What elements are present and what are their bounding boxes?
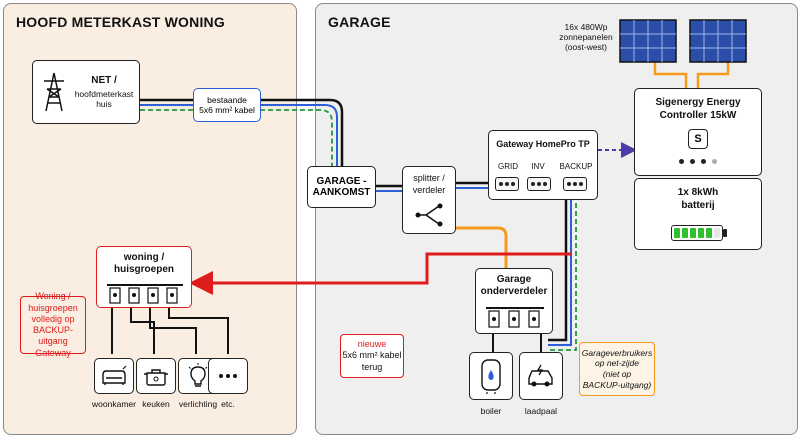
battery-terminal <box>723 229 727 237</box>
inverter-box: Sigenergy Energy Controller 15kW S <box>634 88 762 176</box>
solar-wires <box>653 62 730 88</box>
new-cable-line2: 5x6 mm² kabel <box>342 350 402 361</box>
garage-load-boiler <box>469 352 513 400</box>
inverter-status-leds <box>679 159 717 164</box>
ellipsis-icon <box>219 374 237 378</box>
home-load-label-woonkamer: woonkamer <box>92 399 136 409</box>
battery-box: 1x 8kWh batterij <box>634 178 762 250</box>
splitter-line1: splitter / <box>413 173 445 183</box>
home-note-line5: Gateway <box>35 347 71 358</box>
gateway-port-inv <box>527 177 551 191</box>
battery-cell <box>698 228 704 238</box>
solar-line3: (oost-west) <box>564 42 608 53</box>
gateway-port-grid <box>495 177 519 191</box>
splitter-to-subpanel-cable <box>456 226 508 268</box>
solar-line1: 16x 480Wp <box>564 22 608 32</box>
home-note-line2: huisgroepen <box>28 302 78 313</box>
battery-cell <box>706 228 712 238</box>
home-note-line3: volledig op <box>31 313 75 324</box>
garage-arrival-line2: AANKOMST <box>312 187 371 198</box>
inverter-line2: Controller 15kW <box>659 110 737 121</box>
garage-note-line3: (niet op <box>602 369 632 379</box>
splitter-to-gateway-cable <box>456 181 493 189</box>
battery-line2: batterij <box>681 200 715 211</box>
solar-line2: zonnepanelen <box>559 32 613 43</box>
home-load-etc <box>208 358 248 394</box>
garage-load-laadpaal <box>519 352 563 400</box>
cooking-pot-icon <box>144 369 168 386</box>
home-load-label-keuken: keuken <box>142 399 170 409</box>
main-cable <box>140 98 344 166</box>
garage-load-label-laadpaal: laadpaal <box>524 406 558 416</box>
new-cable-line1: nieuwe <box>357 339 387 350</box>
garage-arrival-line1: GARAGE - <box>316 176 367 187</box>
existing-cable-label: bestaande 5x6 mm² kabel <box>193 88 261 122</box>
garage-load-wires <box>492 332 542 352</box>
gateway-port-inv-label: INV <box>531 162 545 171</box>
backup-cable <box>548 195 577 351</box>
garage-note-line1: Garageverbruikers <box>581 347 653 358</box>
existing-cable-line2: 5x6 mm² kabel <box>199 105 255 115</box>
garage-load-label-boiler: boiler <box>480 406 502 416</box>
gateway-title: Gateway HomePro TP <box>496 139 590 149</box>
garage-note-line2: op net-zijde <box>595 358 639 369</box>
home-load-label-verlichting: verlichting <box>178 399 218 409</box>
home-note-line1: Woning / <box>35 291 71 302</box>
splitter-icon <box>415 203 443 227</box>
battery-cell <box>682 228 688 238</box>
garage-subpanel-line2: onderverdeler <box>480 286 548 297</box>
home-load-woonkamer <box>94 358 134 394</box>
garage-consumers-note: Garageverbruikers op net-zijde (niet op … <box>579 342 655 396</box>
garage-panel-title: GARAGE <box>328 14 391 30</box>
home-load-label-etc: etc. <box>221 399 235 409</box>
lightbulb-icon <box>188 363 208 387</box>
grid-box: NET / hoofdmeterkast huis <box>32 60 140 124</box>
home-groups-line2: huisgroepen <box>113 264 174 275</box>
gateway-port-backup <box>563 177 587 191</box>
sofa-icon <box>102 365 127 385</box>
grid-subtitle: hoofdmeterkast huis <box>74 89 134 110</box>
arrival-to-splitter-cable <box>376 184 402 192</box>
power-pylon-icon <box>44 72 64 112</box>
gateway-port-grid-label: GRID <box>498 162 518 171</box>
garage-subpanel-line1: Garage <box>496 274 532 285</box>
new-cable-red <box>189 252 571 295</box>
home-load-wires <box>111 306 229 354</box>
home-groups-line1: woning / <box>123 252 165 263</box>
gateway-box: Gateway HomePro TP GRID INV BACKUP <box>488 130 598 200</box>
new-cable-line3: terug <box>361 361 383 372</box>
home-note: Woning / huisgroepen volledig op BACKUP-… <box>20 291 86 358</box>
splitter-line2: verdeler <box>412 185 446 195</box>
inverter-logo-icon: S <box>688 129 708 149</box>
new-cable-note: nieuwe 5x6 mm² kabel terug <box>340 334 404 378</box>
garage-arrival-box: GARAGE - AANKOMST <box>307 166 376 208</box>
battery-cell <box>690 228 696 238</box>
battery-line1: 1x 8kWh <box>677 187 719 198</box>
battery-cell <box>674 228 680 238</box>
splitter-box: splitter / verdeler <box>402 166 456 234</box>
home-breakers-icon <box>107 284 183 304</box>
garage-subpanel-box: Garage onderverdeler <box>475 268 553 334</box>
home-panel-title: HOOFD METERKAST WONING <box>16 14 225 30</box>
grid-title: NET / <box>91 75 117 86</box>
boiler-icon <box>481 359 501 394</box>
solar-panels-icon <box>619 19 747 63</box>
battery-cell <box>714 228 720 238</box>
solar-label: 16x 480Wp zonnepanelen (oost-west) <box>548 22 624 53</box>
garage-breakers-icon <box>486 307 544 328</box>
battery-level-icon <box>671 225 723 241</box>
home-note-line4: BACKUP-uitgang <box>32 325 73 347</box>
gateway-port-backup-label: BACKUP <box>559 162 593 171</box>
home-load-keuken <box>136 358 176 394</box>
inverter-line1: Sigenergy Energy <box>655 97 741 108</box>
garage-note-line4: BACKUP-uitgang) <box>582 379 652 390</box>
home-groups-box: woning / huisgroepen <box>96 246 192 308</box>
existing-cable-line1: bestaande <box>207 95 247 105</box>
ev-charger-icon <box>528 364 553 387</box>
